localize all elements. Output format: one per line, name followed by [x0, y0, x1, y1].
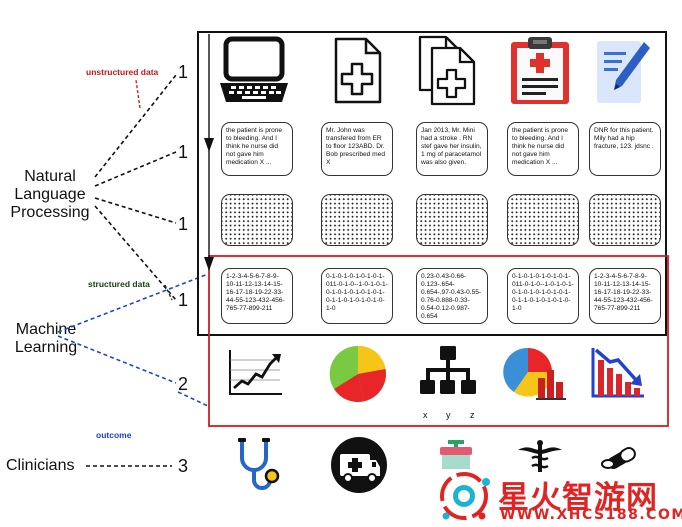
- step-number-1a: 1: [178, 62, 189, 82]
- nlp-label-line-3: Processing: [10, 204, 90, 221]
- numeric-card-5: 1-2-3-4-5-6-7-8-9-10-11-12-13-14-15-16-1…: [589, 268, 661, 324]
- step-number-1d: 1: [178, 290, 189, 310]
- ambulance-icon: [331, 437, 387, 493]
- ml-label: Machine Learning: [0, 321, 92, 357]
- tree-axis-z: z: [470, 410, 475, 420]
- clipboard-icon: [511, 37, 569, 104]
- numeric-card-3: 0.23-0.43-0.66-0.123-.654-0.654-.97-0.43…: [416, 268, 488, 324]
- unstructured-data-label: unstructured data: [86, 67, 159, 77]
- tree-axis-y: y: [446, 410, 451, 420]
- medicine-icon: [440, 440, 472, 469]
- embedding-card-1: [221, 194, 293, 246]
- step-number-1c: 1: [178, 214, 189, 234]
- text-card-1: the patient is prone to bleeding. And I …: [221, 122, 293, 176]
- nlp-label-line-2: Language: [14, 186, 86, 203]
- clinicians-label: Clinicians: [6, 457, 75, 474]
- embedding-card-3: [416, 194, 488, 246]
- watermark-logo-icon: [440, 472, 490, 520]
- numeric-card-4: 0-1-0-1-0-1-0-1-0-1-011-0-1-0--1-0-1-0-1…: [507, 268, 579, 324]
- text-card-5: DNR for this patient. Mily had a hip fra…: [589, 122, 661, 176]
- nlp-label-line-1: Natural: [24, 168, 76, 185]
- tree-axis-x: x: [423, 410, 428, 420]
- step-number-3: 3: [178, 456, 189, 476]
- nlp-region-box: [197, 31, 667, 336]
- embedding-card-5: [589, 194, 661, 246]
- stethoscope-icon: [238, 438, 280, 490]
- flow-arrow-head-1: [204, 138, 214, 152]
- step-number-2: 2: [178, 374, 189, 394]
- note-pen-icon: [597, 41, 650, 103]
- text-card-3: Jan 2013, Mr. Mini had a stroke . RN ste…: [416, 122, 488, 176]
- line-chart-icon: [229, 350, 282, 395]
- embedding-card-2: [321, 194, 393, 246]
- structured-pointer: [164, 284, 173, 301]
- numeric-card-2: 0-1-0-1-0-1-0-1-0-1-011-0-1-0--1-0-1-0-1…: [321, 268, 393, 324]
- ml-region-box: [208, 255, 669, 427]
- ml-connectors: [57, 273, 209, 407]
- step-number-1b: 1: [178, 142, 189, 162]
- text-card-4: the patient is prone to bleeding. And I …: [507, 122, 579, 176]
- nlp-connectors: [94, 74, 177, 301]
- ml-label-line-1: Machine: [15, 321, 77, 338]
- watermark-cn-text: 星火智游网: [498, 480, 658, 516]
- embedding-card-4: [507, 194, 579, 246]
- laptop-icon: [220, 36, 288, 102]
- declining-chart-icon: [591, 348, 644, 398]
- text-card-2: Mr. John was transfered from ER to floor…: [321, 122, 393, 176]
- hierarchy-tree-icon: [420, 346, 476, 394]
- caduceus-icon: [518, 440, 562, 472]
- pie-chart-icon: [329, 345, 386, 403]
- outcome-label: outcome: [96, 430, 132, 440]
- pie-bar-chart-icon: [503, 347, 566, 400]
- unstructured-pointer: [135, 79, 141, 109]
- structured-data-label: structured data: [88, 279, 150, 289]
- document-plus-icon: [334, 37, 382, 104]
- ml-label-line-2: Learning: [14, 339, 78, 356]
- nlp-label: Natural Language Processing: [4, 168, 96, 222]
- watermark-url-text: WWW.XHCS188.COM: [500, 507, 682, 523]
- pills-icon: [601, 447, 636, 469]
- numeric-card-1: 1-2-3-4-5-6-7-8-9-10-11-12-13-14-15-16-1…: [221, 268, 293, 324]
- flow-arrow-head-2: [204, 257, 214, 271]
- documents-plus-icon: [418, 35, 476, 106]
